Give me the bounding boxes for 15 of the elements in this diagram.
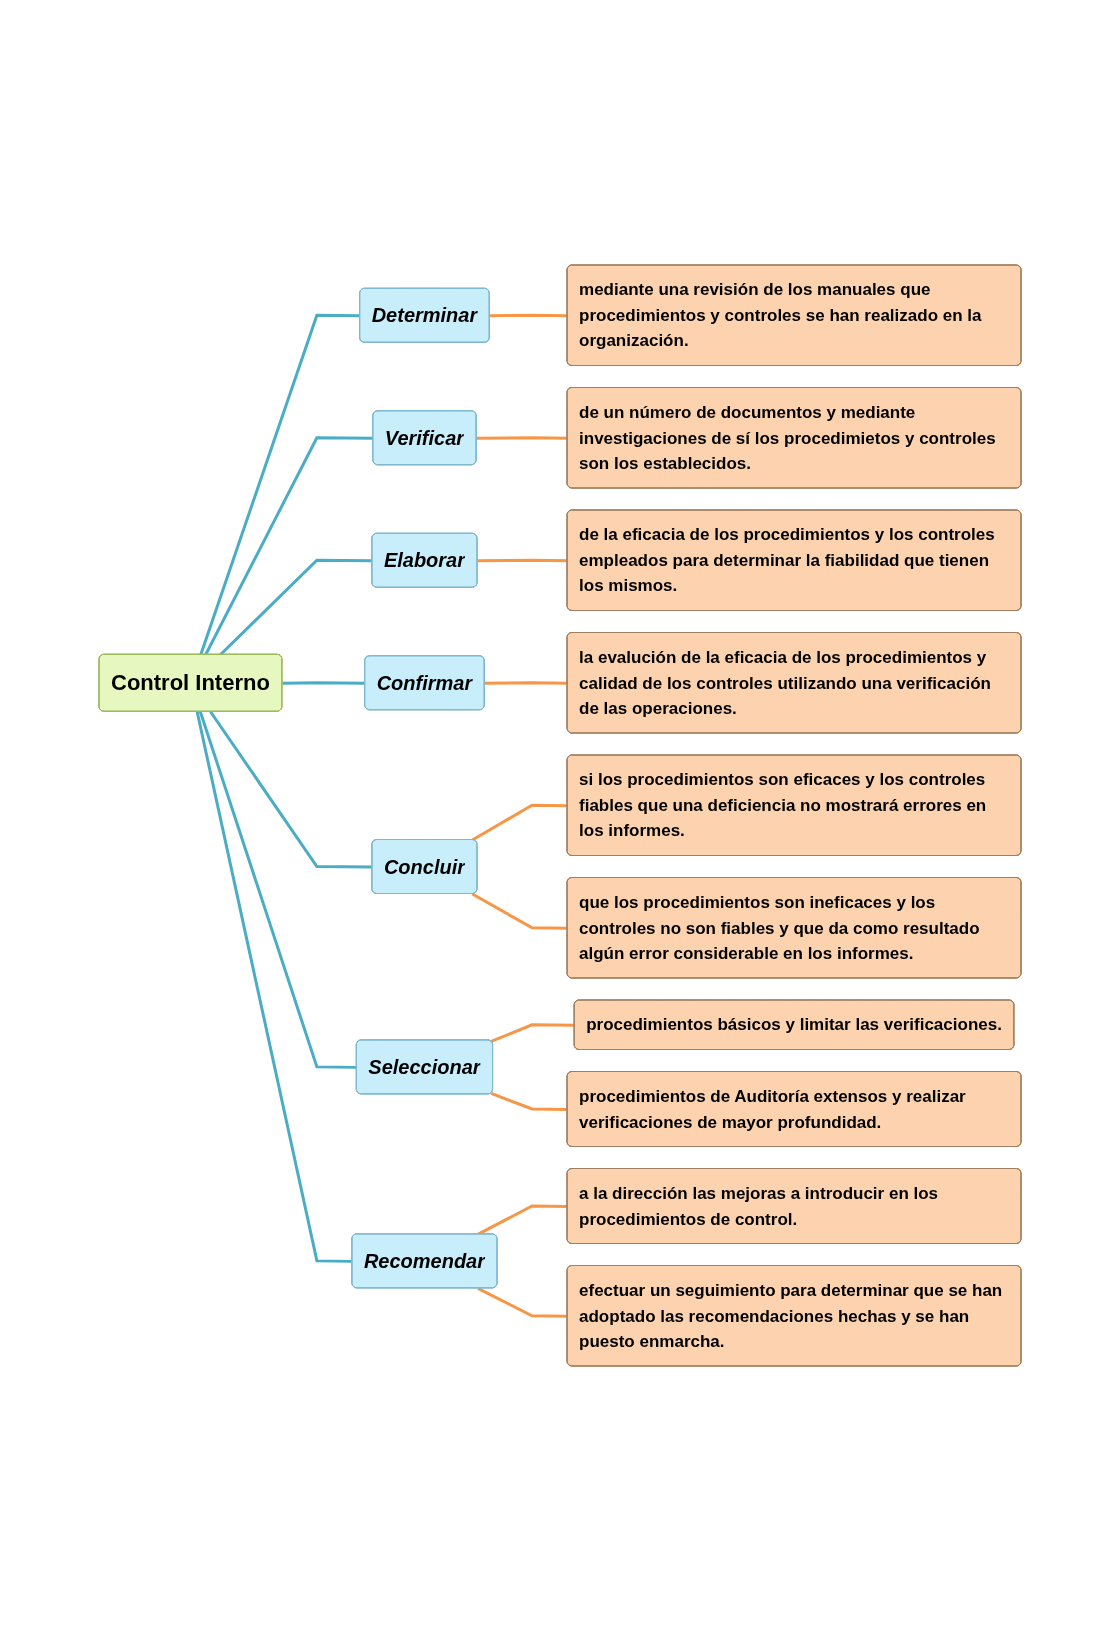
connector <box>195 710 353 1263</box>
connector <box>209 710 373 868</box>
connector <box>477 558 568 562</box>
connector <box>282 680 366 685</box>
connector <box>204 435 374 655</box>
connector <box>477 1286 568 1318</box>
connector <box>490 1022 575 1043</box>
connector <box>199 313 361 655</box>
connector <box>471 803 568 841</box>
connector <box>490 1091 568 1111</box>
connector <box>476 435 568 440</box>
connector <box>484 680 568 685</box>
connector <box>489 313 568 317</box>
connector <box>471 892 568 930</box>
connector <box>198 710 357 1069</box>
